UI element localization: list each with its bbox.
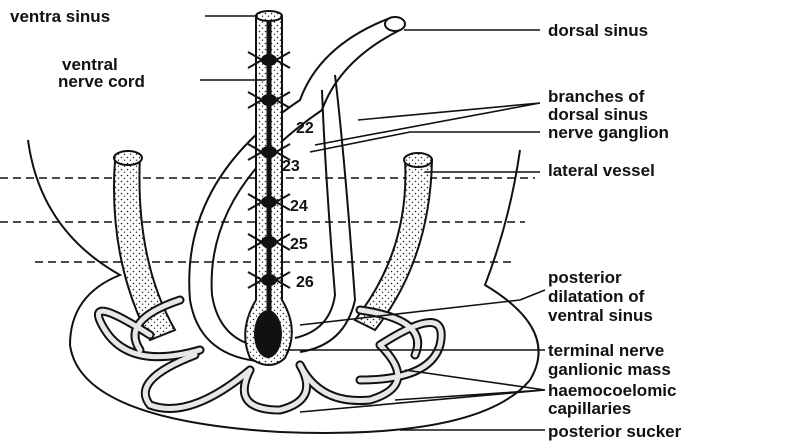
label-posterior-sucker: posterior sucker: [548, 422, 682, 441]
segment-number: 25: [290, 236, 308, 253]
lateral-vessel-right: [355, 153, 432, 330]
label-haemo-2: capillaries: [548, 399, 631, 418]
label-branches-2: dorsal sinus: [548, 105, 648, 124]
label-branches-1: branches of: [548, 87, 645, 106]
segment-number: 24: [290, 198, 308, 215]
label-nerve-ganglion: nerve ganglion: [548, 123, 669, 142]
ganglion: [248, 272, 290, 288]
label-posterior-dilatation-3: ventral sinus: [548, 306, 653, 325]
ganglion: [248, 52, 290, 68]
ganglion: [248, 194, 290, 210]
lateral-vessel-left: [114, 151, 175, 340]
segment-number: 26: [296, 274, 314, 291]
label-ventral-nerve-cord-2: nerve cord: [58, 72, 145, 91]
segment-number: 22: [296, 120, 314, 137]
segment-number: 23: [282, 158, 300, 175]
ganglion: [248, 234, 290, 250]
ganglion: [248, 92, 290, 108]
label-posterior-dilatation-1: posterior: [548, 268, 622, 287]
label-terminal-2: ganlionic mass: [548, 360, 671, 379]
terminal-ganglionic-mass: [254, 310, 282, 358]
label-posterior-dilatation-2: dilatation of: [548, 287, 645, 306]
body-outline: [28, 140, 539, 433]
label-dorsal-sinus: dorsal sinus: [548, 21, 648, 40]
label-ventra-sinus: ventra sinus: [10, 7, 110, 26]
label-lateral-vessel: lateral vessel: [548, 161, 655, 180]
label-terminal-1: terminal nerve: [548, 341, 664, 360]
label-haemo-1: haemocoelomic: [548, 381, 677, 400]
